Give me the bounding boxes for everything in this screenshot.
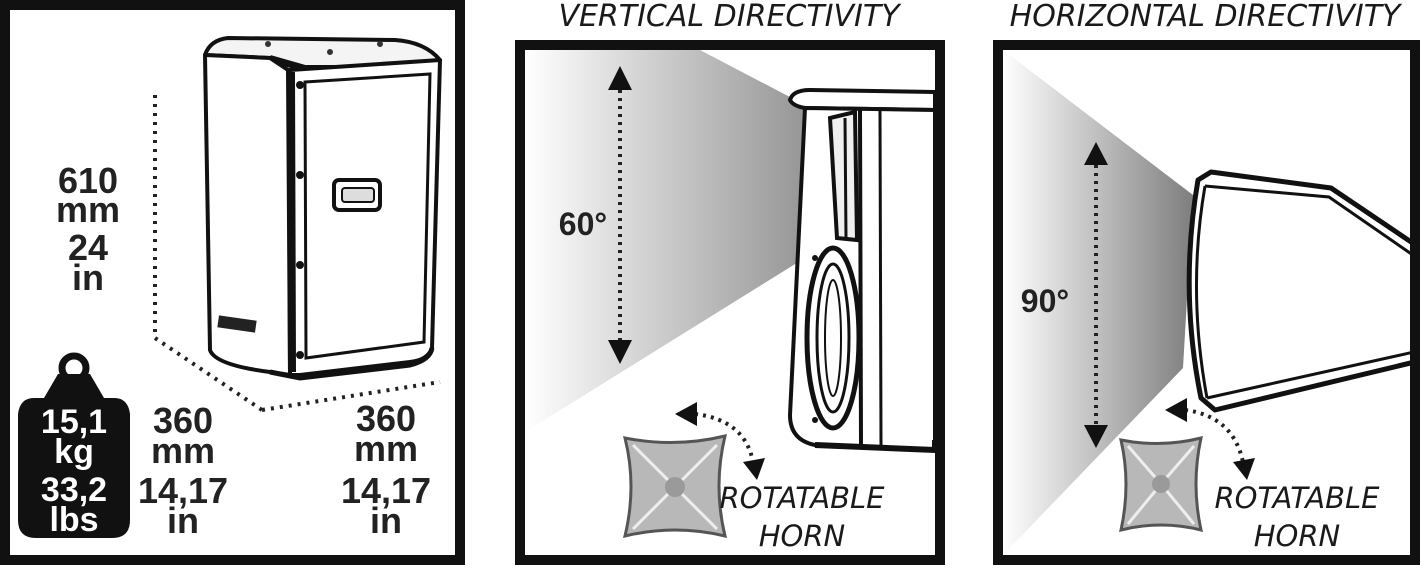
height-mm-value: 610 <box>58 160 118 201</box>
dimensions-panel: 610 mm 24 in 15,1 kg 33,2 lbs 360 mm 14,… <box>0 0 465 565</box>
rotatable-horn-icon <box>1119 435 1203 533</box>
horizontal-angle-label: 90° <box>1021 283 1069 319</box>
dimensions-frame <box>0 0 465 565</box>
vertical-frame <box>515 40 945 565</box>
rotation-arrow <box>675 402 765 480</box>
vertical-horn-label-line2: HORN <box>759 519 845 553</box>
vertical-directivity-title: VERTICAL DIRECTIVITY <box>558 0 902 34</box>
horizontal-horn-label-line1: ROTATABLE <box>1214 481 1380 515</box>
vertical-angle-arrow <box>608 66 632 364</box>
speaker-top-view <box>1186 169 1410 413</box>
height-in-value: 24 <box>68 227 108 268</box>
weight-lbs-value: 33,2 <box>41 471 107 509</box>
horizontal-horn-label-line2: HORN <box>1254 519 1340 553</box>
width-mm-unit: mm <box>354 428 418 469</box>
depth-dotted-line <box>153 336 264 412</box>
horizontal-frame <box>993 40 1420 565</box>
width-in-unit: in <box>370 500 402 541</box>
horizontal-angle-arrow <box>1084 142 1108 448</box>
horizontal-directivity-title: HORIZONTAL DIRECTIVITY <box>1010 0 1403 34</box>
depth-in-value: 14,17 <box>138 470 228 511</box>
width-mm-value: 360 <box>356 398 416 439</box>
width-dotted-line <box>261 380 441 412</box>
height-mm-unit: mm <box>56 189 120 230</box>
vertical-horn-label-line1: ROTATABLE <box>719 481 885 515</box>
speaker-side-view <box>787 87 935 454</box>
rotatable-horn-icon <box>622 433 728 539</box>
rotation-arrow <box>1165 398 1255 480</box>
vertical-dispersion-cone <box>525 50 837 432</box>
depth-mm-unit: mm <box>151 430 215 471</box>
vertical-angle-label: 60° <box>559 206 607 242</box>
vertical-directivity-panel: VERTICAL DIRECTIVITY <box>515 0 945 565</box>
height-in-unit: in <box>72 257 104 298</box>
weight-kg-unit: kg <box>54 433 94 471</box>
weight-lbs-unit: lbs <box>49 501 98 539</box>
depth-in-unit: in <box>167 500 199 541</box>
width-in-value: 14,17 <box>341 470 431 511</box>
horizontal-directivity-panel: HORIZONTAL DIRECTIVITY 90° <box>993 0 1420 565</box>
weight-icon <box>18 352 130 538</box>
depth-mm-value: 360 <box>153 400 213 441</box>
weight-kg-value: 15,1 <box>41 403 107 441</box>
speaker-cabinet-drawing <box>203 36 442 381</box>
